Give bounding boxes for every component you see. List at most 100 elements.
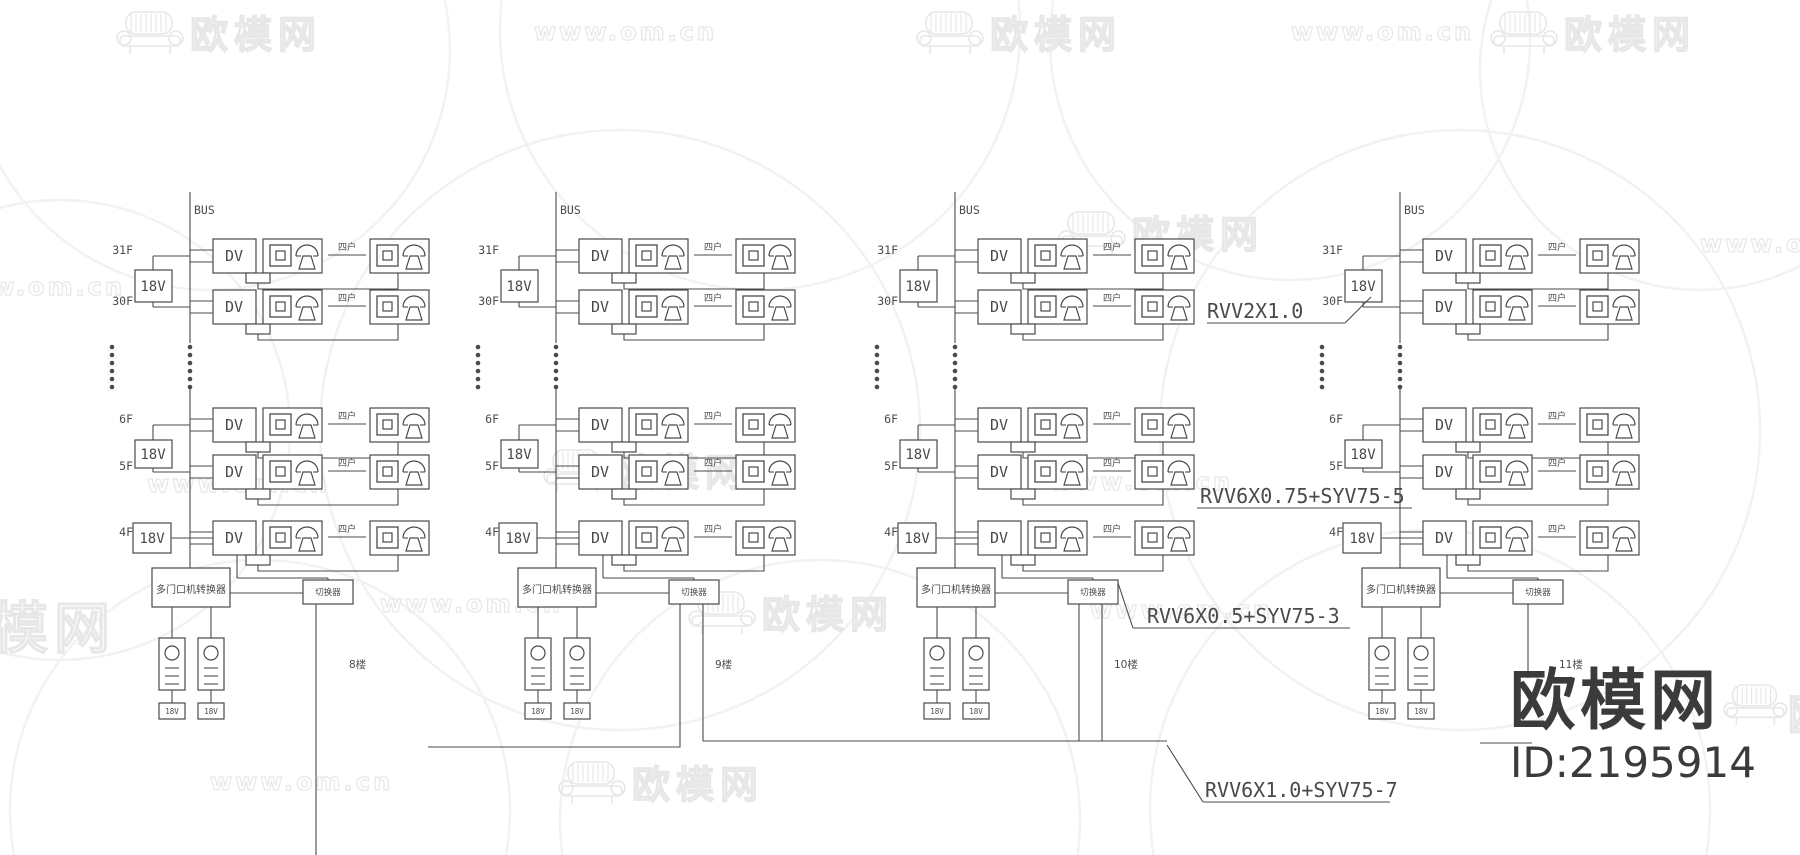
switcher-box: [1512, 579, 1564, 605]
ellipsis-dot: [874, 360, 880, 366]
watermark-sofa-icon: [1723, 684, 1788, 725]
handset-icon: [298, 537, 316, 552]
monitor-icon: [269, 244, 292, 267]
monitor-icon-screen: [641, 466, 652, 477]
ellipsis-dot: [187, 360, 193, 366]
indoor-unit: [628, 454, 689, 490]
indoor-unit: [735, 289, 796, 325]
monitor-icon-screen: [382, 466, 393, 477]
psu-label: 18V: [1375, 707, 1389, 716]
monitor-icon-screen: [641, 301, 652, 312]
handset-icon: [298, 255, 316, 270]
junction-box: [1455, 488, 1481, 500]
monitor-icon: [1586, 526, 1609, 549]
indoor-unit: [1472, 238, 1533, 274]
building-label: 11楼: [1559, 658, 1583, 671]
psu-box: [899, 269, 938, 303]
dv-label: DV: [1435, 298, 1453, 316]
watermark-brand: 欧模网: [762, 593, 894, 637]
ellipsis-dot: [1397, 360, 1403, 366]
handset-icon: [1612, 526, 1636, 539]
monitor-icon: [1479, 295, 1502, 318]
monitor-icon-screen: [1485, 250, 1496, 261]
sofa-arm: [740, 610, 756, 626]
monitor-icon: [269, 526, 292, 549]
ellipsis-dot: [952, 360, 958, 366]
four-households-label: 四户: [338, 410, 356, 422]
monitor-icon: [1034, 295, 1057, 318]
handset-icon: [661, 413, 685, 426]
psu-label: 18V: [204, 707, 218, 716]
dv-box: [977, 407, 1022, 443]
indoor-unit: [369, 407, 430, 443]
junction-box: [1010, 323, 1036, 335]
indoor-unit: [1472, 407, 1533, 443]
monitor-icon: [269, 295, 292, 318]
monitor-icon: [1479, 526, 1502, 549]
handset-icon: [1508, 424, 1526, 439]
monitor-icon: [1141, 295, 1164, 318]
psu-box: [500, 439, 539, 469]
psu-label: 18V: [1349, 531, 1375, 547]
door-station: [197, 637, 225, 691]
junction-box: [1010, 441, 1036, 453]
monitor-icon-screen: [641, 532, 652, 543]
sofa-back: [567, 761, 615, 785]
indoor-unit: [262, 238, 323, 274]
dv-label: DV: [591, 463, 609, 481]
four-households-label: 四户: [704, 457, 722, 469]
psu-box: [134, 269, 173, 303]
sofa-seat: [691, 615, 753, 627]
four-households-label: 四户: [1548, 410, 1566, 422]
sofa-arm: [1542, 30, 1558, 46]
monitor-icon: [376, 460, 399, 483]
monitor-icon-screen: [382, 250, 393, 261]
handset-icon: [1505, 413, 1529, 426]
handset-icon: [771, 255, 789, 270]
ellipsis-dot: [1319, 384, 1325, 390]
handset-icon: [1170, 471, 1188, 486]
dv-box: [578, 454, 623, 490]
four-households-label: 四户: [1103, 410, 1121, 422]
building-label: 9楼: [715, 658, 733, 671]
indoor-unit: [1579, 520, 1640, 556]
monitor-icon-screen: [641, 250, 652, 261]
floor-label: 31F: [112, 243, 133, 257]
monitor-icon-screen: [1040, 419, 1051, 430]
bus-label: BUS: [194, 203, 215, 217]
converter-label: 多门口机转换器: [1366, 583, 1436, 596]
monitor-icon: [1034, 526, 1057, 549]
loop-wire: [1022, 555, 1164, 572]
indoor-unit: [262, 289, 323, 325]
ellipsis-dot: [109, 368, 115, 374]
site-logo: 欧模网: [1510, 662, 1720, 739]
loop-wire: [257, 324, 399, 341]
handset-icon: [768, 413, 792, 426]
cable-label: RVV6X1.0+SYV75-7: [1205, 778, 1398, 802]
handset-icon: [664, 471, 682, 486]
junction-box: [1010, 554, 1036, 566]
door-station: [158, 637, 186, 691]
door-psu-box: [1368, 702, 1396, 720]
watermark-circle: [1048, 0, 1532, 282]
monitor-icon: [635, 295, 658, 318]
handset-icon: [1508, 471, 1526, 486]
handset-icon: [1612, 413, 1636, 426]
watermark-url: www.om.cn: [534, 18, 717, 46]
dv-box: [212, 238, 257, 274]
handset-icon: [1170, 306, 1188, 321]
monitor-icon-screen: [748, 250, 759, 261]
loop-wire: [1467, 324, 1609, 341]
ellipsis-dot: [1319, 368, 1325, 374]
floor-label: 31F: [478, 243, 499, 257]
monitor-icon: [1479, 244, 1502, 267]
handset-icon: [1063, 255, 1081, 270]
junction-box: [611, 272, 637, 284]
handset-icon: [1612, 460, 1636, 473]
sofa-arm: [916, 30, 932, 46]
handset-icon: [1063, 537, 1081, 552]
indoor-unit: [735, 454, 796, 490]
converter-box: [151, 567, 231, 608]
switcher-box: [668, 579, 720, 605]
psu-label: 18V: [506, 279, 532, 295]
